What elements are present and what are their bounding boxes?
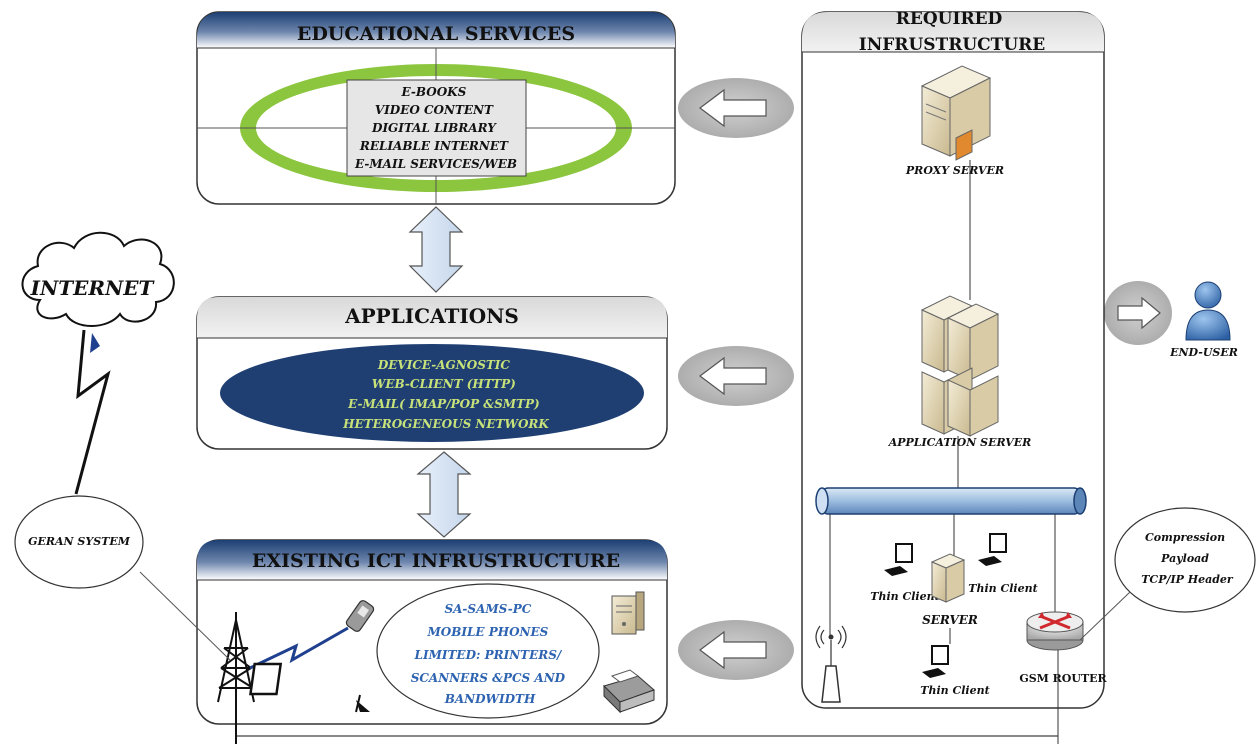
end-user-label: END-USER <box>1169 346 1238 359</box>
printer-icon <box>603 669 655 714</box>
app-item: E-MAIL( IMAP/POP &SMTP) <box>347 397 540 411</box>
svg-text:SA-SAMS-PC MOBILE PHONES: SA-SAMS-PC MOBILE PHONES LIMITED: PRINTE… <box>411 602 570 706</box>
arrow-to-applications <box>678 346 794 406</box>
thin-client-label: Thin Client <box>920 684 989 697</box>
svg-text:REQUIRED INFRUSTRUCTURE: REQUIRED INFRUSTRUCTURE <box>859 9 1046 55</box>
app-item: DEVICE-AGNOSTIC <box>377 358 511 372</box>
compression-line: TCP/IP Header <box>1141 573 1234 586</box>
arrow-to-educational <box>678 78 794 138</box>
existing-item: SCANNERS &PCS AND <box>411 671 566 685</box>
existing-header <box>197 540 667 580</box>
required-infrastructure-panel: REQUIRED INFRUSTRUCTURE PROXY SERVER <box>801 9 1108 709</box>
app-item: WEB-CLIENT (HTTP) <box>372 377 516 391</box>
edu-item: VIDEO CONTENT <box>375 103 494 117</box>
educational-services-panel: EDUCATIONAL SERVICES E-BOOKS VIDEO CONTE… <box>196 11 676 205</box>
application-server-label: APPLICATION SERVER <box>888 436 1032 449</box>
network-bus-pipe <box>815 487 1087 515</box>
educational-title: EDUCATIONAL SERVICES <box>297 23 575 45</box>
thin-client-icon <box>922 645 949 678</box>
server-label: SERVER <box>922 613 978 627</box>
internet-lightning-icon <box>74 329 111 495</box>
compression-line: Payload <box>1160 552 1209 565</box>
edu-item: RELIABLE INTERNET <box>359 139 509 153</box>
arrow-to-end-user <box>1104 281 1172 345</box>
applications-header <box>197 297 667 338</box>
existing-item: MOBILE PHONES <box>426 625 548 639</box>
existing-items-oval <box>376 583 600 719</box>
double-arrow-bottom <box>416 451 472 538</box>
internet-label: INTERNET <box>30 276 156 300</box>
thin-client-label: Thin Client <box>870 590 939 603</box>
proxy-server-label: PROXY SERVER <box>905 164 1004 177</box>
proxy-server-icon <box>920 65 992 161</box>
thin-client-icon <box>978 533 1007 566</box>
existing-ict-panel: EXISTING ICT INFRUSTRUCTURE SA-SAMS-PC M… <box>196 539 668 744</box>
svg-text:DEVICE-AGNOSTIC WEB-CLIE: DEVICE-AGNOSTIC WEB-CLIENT (HTTP) E-MAIL… <box>342 358 549 431</box>
arrow-to-existing <box>678 620 794 680</box>
existing-title: EXISTING ICT INFRUSTRUCTURE <box>252 550 620 572</box>
applications-panel: APPLICATIONS DEVICE-AGNOSTIC WEB-CLIENT … <box>196 296 668 450</box>
edu-item: DIGITAL LIBRARY <box>371 121 497 135</box>
compression-connector <box>1079 591 1131 641</box>
compression-oval <box>1114 507 1256 613</box>
tower-icon <box>217 612 255 744</box>
wireless-link-icon <box>249 626 349 670</box>
geran-system-oval <box>14 495 144 589</box>
applications-oval <box>220 344 644 442</box>
educational-items-box <box>346 79 527 177</box>
thin-client-label: Thin Client <box>968 582 1037 595</box>
existing-item: BANDWIDTH <box>444 692 536 706</box>
applications-title: APPLICATIONS <box>344 304 519 328</box>
mobile-phone-icon <box>345 600 375 632</box>
existing-item: SA-SAMS-PC <box>444 602 531 616</box>
svg-text:E-BOOKS VIDEO CONTENT: E-BOOKS VIDEO CONTENT DIGITAL LIBRARY RE… <box>354 85 517 171</box>
compression-line: Compression <box>1145 531 1225 544</box>
svg-text:Compression Payload TC: Compression Payload TCP/IP Header <box>1141 531 1234 586</box>
required-title-line2: INFRUSTRUCTURE <box>859 35 1046 55</box>
internet-cloud: INTERNET <box>21 231 175 327</box>
double-arrow-top <box>408 206 464 293</box>
wireless-access-point-icon <box>815 625 847 703</box>
geran-label: GERAN SYSTEM <box>28 535 131 548</box>
thin-client-icon <box>884 543 913 576</box>
gsm-router-icon <box>1026 611 1084 651</box>
gsm-router-label: GSM ROUTER <box>1019 672 1107 685</box>
server-icon <box>930 553 966 603</box>
presentation-board-icon <box>249 662 370 713</box>
educational-header <box>197 12 675 48</box>
existing-item: LIMITED: PRINTERS/ <box>414 648 563 662</box>
geran-connector <box>139 571 231 661</box>
required-title-line1: REQUIRED <box>896 9 1003 29</box>
required-header <box>802 12 1104 52</box>
edu-item: E-MAIL SERVICES/WEB <box>354 157 517 171</box>
application-server-icon <box>920 295 1000 437</box>
app-item: HETEROGENEOUS NETWORK <box>342 417 549 431</box>
pc-icon <box>611 591 645 635</box>
signal-spark-icon <box>90 333 100 353</box>
edu-item: E-BOOKS <box>401 85 467 99</box>
end-user-icon <box>1185 281 1231 341</box>
